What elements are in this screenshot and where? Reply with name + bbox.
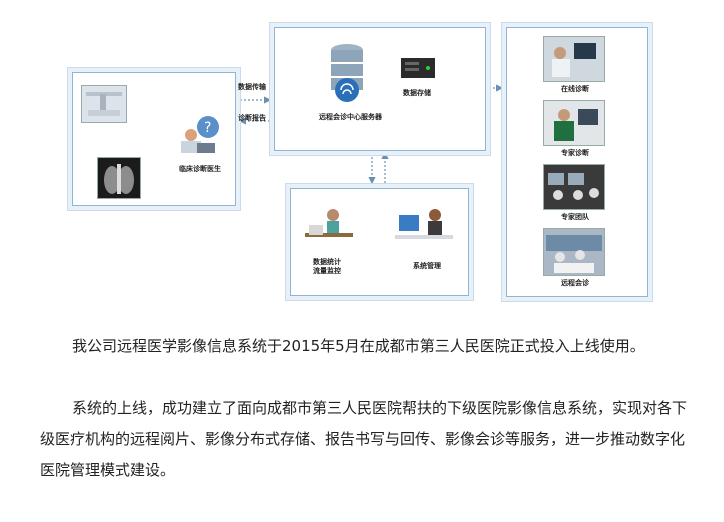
- clinic-panel: ? 临床诊断医生: [72, 72, 236, 206]
- expert-team-image: [543, 164, 605, 210]
- services-panel: 在线诊断 专家诊断 专家团队 远程会诊: [506, 27, 648, 297]
- service-label-team: 专家团队: [561, 213, 589, 221]
- paragraph-1: 我公司远程医学影像信息系统于2015年5月在成都市第三人民医院正式投入上线使用。: [72, 337, 645, 355]
- clinic-doctor-label: 临床诊断医生: [179, 165, 221, 173]
- stats-worker-icon: [301, 207, 355, 247]
- service-label-expert: 专家诊断: [561, 149, 589, 157]
- stats-label-line1: 数据统计: [313, 258, 341, 266]
- server-panel: 远程会诊中心服务器 数据存储: [274, 27, 486, 151]
- storage-label: 数据存储: [403, 89, 431, 97]
- admin-worker-icon: [395, 205, 455, 249]
- server-label: 远程会诊中心服务器: [319, 113, 382, 121]
- paragraph-2: 系统的上线，成功建立了面向成都市第三人民医院帮扶的下级医院影像信息系统，实现对各…: [40, 399, 688, 479]
- storage-device-icon: [401, 56, 435, 80]
- detail-paragraph: 系统的上线，成功建立了面向成都市第三人民医院帮扶的下级医院影像信息系统，实现对各…: [40, 393, 690, 486]
- svg-text:?: ?: [204, 120, 211, 136]
- monitoring-panel: 数据统计 流量监控 系统管理: [290, 188, 469, 296]
- expert-diagnosis-image: [543, 100, 605, 146]
- service-label-online: 在线诊断: [561, 85, 589, 93]
- service-label-remote: 远程会诊: [561, 279, 589, 287]
- server-icon: [325, 42, 369, 108]
- data-transfer-label: 数据传输: [238, 83, 266, 91]
- xray-machine-image: [81, 85, 127, 123]
- intro-paragraph: 我公司远程医学影像信息系统于2015年5月在成都市第三人民医院正式投入上线使用。: [40, 331, 690, 362]
- doctor-laptop-icon: ?: [173, 113, 223, 157]
- online-diagnosis-image: [543, 36, 605, 82]
- remote-consultation-image: [543, 228, 605, 276]
- diagnosis-report-label: 诊断报告: [238, 114, 266, 122]
- chest-xray-image: [97, 157, 141, 199]
- stats-label-line2: 流量监控: [313, 267, 341, 275]
- admin-label: 系统管理: [413, 262, 441, 270]
